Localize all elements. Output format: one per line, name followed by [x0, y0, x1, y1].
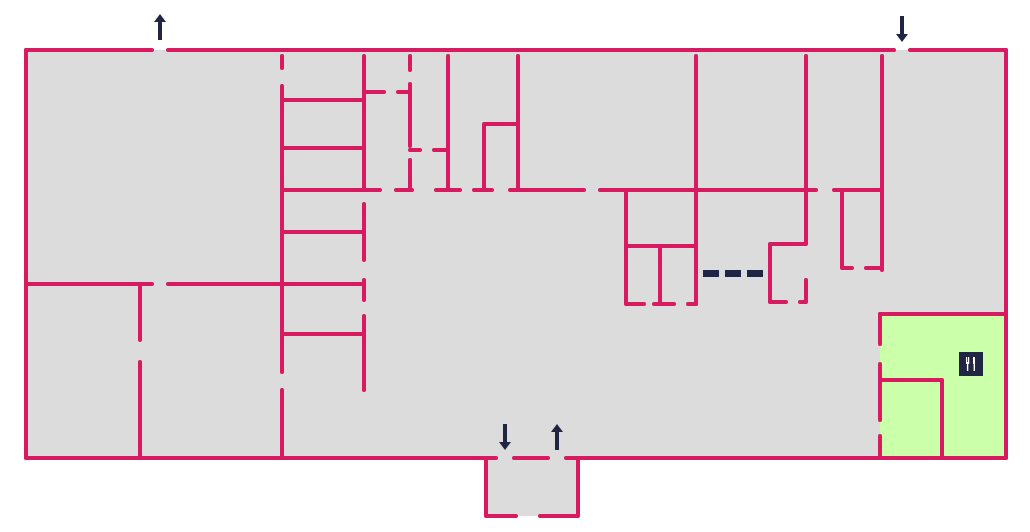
right-small-room — [878, 378, 944, 460]
floor-area — [26, 50, 1006, 516]
fork-knife-icon[interactable] — [959, 352, 983, 376]
down-arrow-icon[interactable] — [896, 16, 908, 42]
upper-room-walls-6 — [482, 122, 520, 192]
up-arrow-icon[interactable] — [154, 14, 166, 40]
cluster-walls-6 — [840, 188, 884, 270]
cluster-walls-5 — [768, 188, 808, 304]
up-arrow-icon[interactable] — [551, 424, 563, 450]
walls — [24, 48, 1008, 518]
vestibule-walls — [484, 456, 580, 518]
small-room-walls — [280, 98, 366, 336]
dashed-partition — [703, 270, 763, 277]
down-arrow-icon[interactable] — [499, 424, 511, 450]
